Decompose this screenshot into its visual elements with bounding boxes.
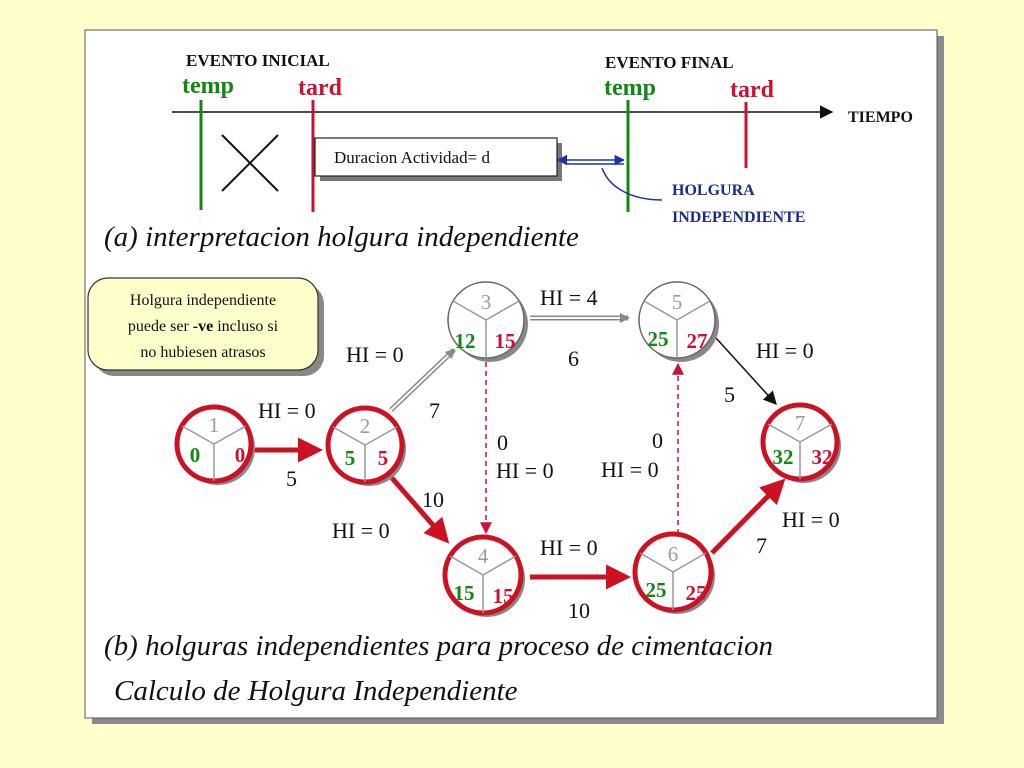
node-7-id: 7	[795, 411, 806, 435]
holgura-leader	[601, 167, 663, 201]
edge-2-3	[390, 348, 456, 411]
node-7-late: 32	[812, 445, 833, 469]
holgura-label-1: HOLGURA	[672, 182, 755, 199]
duration-3-4: 0	[497, 430, 508, 455]
callout-line-2: puede ser -ve incluso si	[128, 318, 279, 335]
edge-6-7	[710, 478, 786, 555]
node-5-id: 5	[672, 290, 683, 314]
hi-label-5-7: HI = 0	[756, 338, 814, 363]
duracion-label: Duracion Actividad= d	[334, 148, 490, 167]
node-2-early: 5	[345, 446, 356, 470]
hi-label-6-5: HI = 0	[601, 457, 659, 482]
duration-6-7: 7	[756, 533, 767, 558]
node-4-late: 15	[493, 584, 514, 608]
callout-line-1: Holgura independiente	[130, 292, 276, 309]
hi-label-2-4: HI = 0	[332, 518, 390, 543]
node-4: 4 15 15	[442, 534, 525, 617]
caption-a: (a) interpretacion holgura independiente	[104, 221, 579, 253]
duration-1-2: 5	[286, 466, 297, 491]
node-2: 2 5 5	[325, 405, 406, 486]
cross-mark-icon	[221, 134, 279, 192]
network-edges	[244, 313, 786, 590]
node-7: 7 32 32	[760, 402, 841, 483]
node-2-id: 2	[360, 414, 371, 438]
hi-label-2-3: HI = 0	[346, 342, 404, 367]
duration-5-7: 5	[724, 382, 735, 407]
edge-2-4	[390, 476, 450, 544]
holgura-label-2: INDEPENDIENTE	[672, 209, 805, 226]
hi-label-3-5: HI = 4	[540, 285, 598, 310]
node-1-early: 0	[190, 443, 201, 467]
callout-box: Holgura independiente puede ser -ve incl…	[87, 277, 324, 376]
hi-label-3-4: HI = 0	[496, 458, 554, 483]
slide-title: Calculo de Holgura Independiente	[114, 675, 518, 707]
duration-6-5: 0	[652, 428, 663, 453]
edge-5-7	[715, 337, 777, 405]
callout-line-3: no hubiesen atrasos	[140, 344, 265, 361]
node-3: 3 12 15	[447, 281, 528, 362]
duration-2-4: 10	[422, 487, 444, 512]
duracion-box: Duracion Actividad= d	[314, 137, 562, 181]
node-1-late: 0	[235, 443, 246, 467]
duration-4-6: 10	[568, 598, 590, 623]
node-3-id: 3	[481, 290, 492, 314]
hi-label-6-7: HI = 0	[782, 507, 840, 532]
node-5-early: 25	[648, 327, 669, 351]
node-1: 1 0 0	[174, 404, 255, 485]
node-3-early: 12	[455, 329, 476, 353]
hi-label-1-2: HI = 0	[258, 398, 316, 423]
node-5: 5 25 27	[638, 281, 719, 362]
tard-inicial-label: tard	[298, 75, 343, 101]
node-6-id: 6	[668, 542, 679, 566]
duration-2-3: 7	[429, 398, 440, 423]
tard-final-label: tard	[730, 77, 775, 103]
node-4-id: 4	[478, 544, 489, 568]
node-4-early: 15	[454, 581, 475, 605]
node-6: 6 25 25	[632, 531, 715, 614]
node-6-late: 25	[686, 581, 707, 605]
evento-inicial-label: EVENTO INICIAL	[186, 51, 330, 70]
temp-final-label: temp	[604, 75, 656, 101]
tiempo-label: TIEMPO	[848, 109, 913, 126]
caption-b: (b) holguras independientes para proceso…	[104, 630, 773, 662]
duration-3-5: 6	[568, 346, 579, 371]
node-1-id: 1	[209, 413, 220, 437]
edge-labels: HI = 0 5 HI = 0 7 HI = 0 10 HI = 4 6 0 H…	[258, 285, 840, 623]
timeline-diagram: EVENTO INICIAL EVENTO FINAL temp tard te…	[104, 51, 913, 253]
node-2-late: 5	[378, 446, 389, 470]
node-7-early: 32	[773, 445, 794, 469]
hi-label-4-6: HI = 0	[540, 535, 598, 560]
temp-inicial-label: temp	[182, 73, 234, 99]
node-6-early: 25	[646, 578, 667, 602]
node-3-late: 15	[495, 329, 516, 353]
evento-final-label: EVENTO FINAL	[605, 53, 734, 72]
node-5-late: 27	[687, 329, 708, 353]
